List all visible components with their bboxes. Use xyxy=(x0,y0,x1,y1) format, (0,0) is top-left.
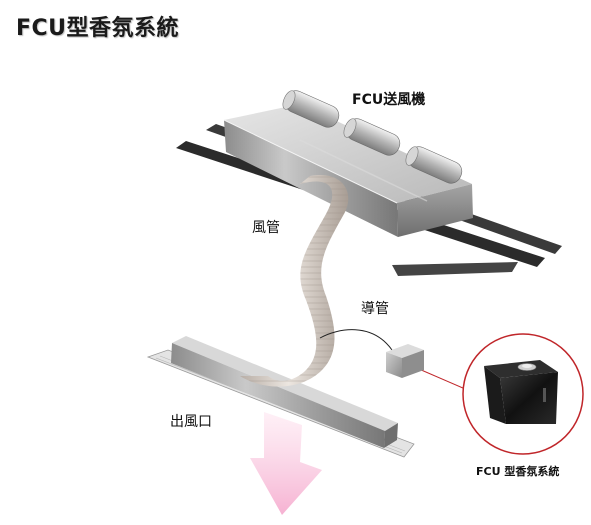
blower-cylinder-2 xyxy=(343,118,401,156)
aroma-box xyxy=(386,344,424,378)
air-duct xyxy=(240,174,349,387)
label-fcu-system: FCU 型香氛系統 xyxy=(476,465,560,478)
air-outlet xyxy=(146,336,415,458)
aroma-diffuser-device xyxy=(484,360,558,424)
fcu-side-face xyxy=(397,184,473,237)
outlet-front xyxy=(171,343,385,448)
label-fcu-unit: FCU送風機 xyxy=(352,92,426,108)
callout-circle xyxy=(462,333,584,455)
blower-cylinder-1 xyxy=(282,90,340,128)
blower-cylinder-3 xyxy=(405,146,463,184)
fcu-unit xyxy=(223,90,473,237)
diagram-title: FCU型香氛系統 xyxy=(16,16,180,41)
label-air-outlet: 出風口 xyxy=(170,414,212,430)
label-conduit: 導管 xyxy=(361,301,389,317)
fcu-top-face xyxy=(224,104,472,203)
outlet-end xyxy=(384,423,398,448)
airflow-arrow xyxy=(250,412,322,515)
label-air-duct: 風管 xyxy=(252,220,280,236)
